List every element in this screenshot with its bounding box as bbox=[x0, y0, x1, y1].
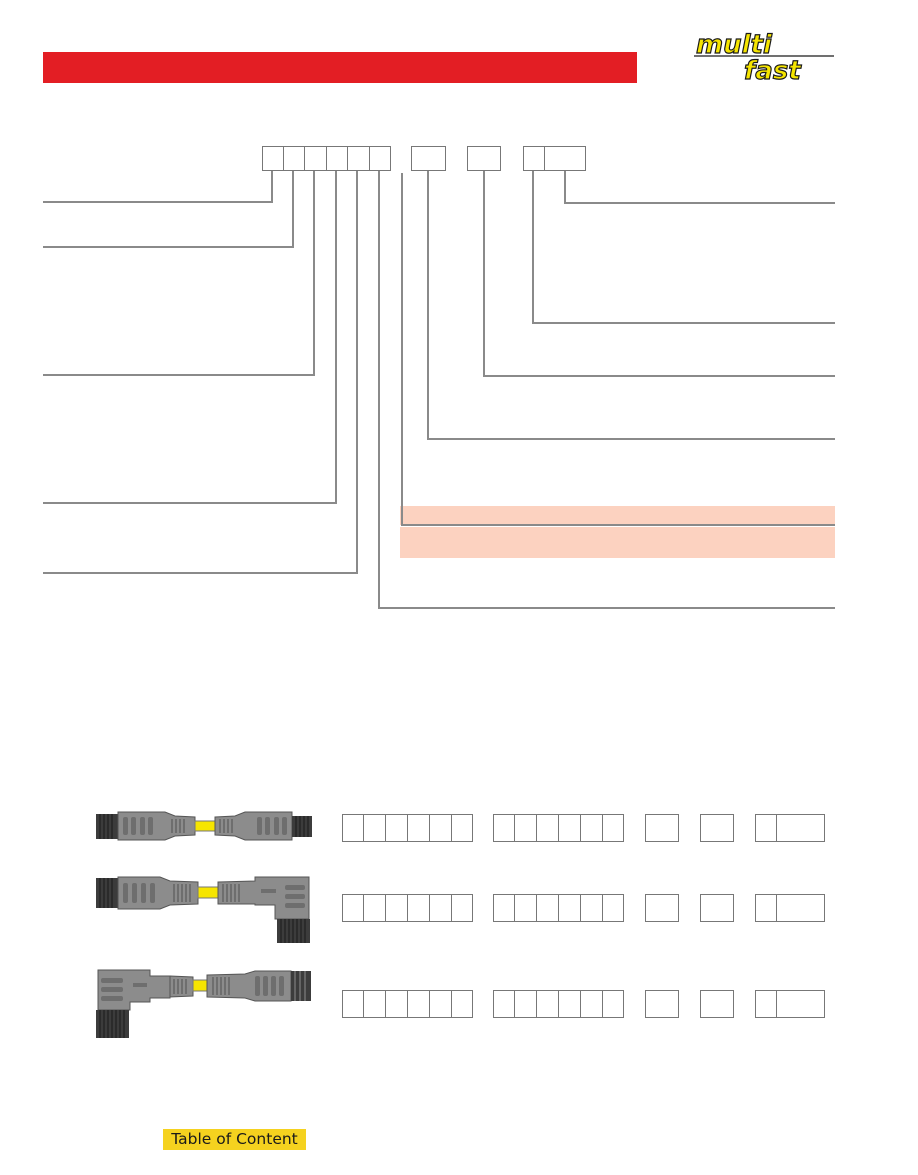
highlight-band-top bbox=[400, 506, 835, 525]
part-code-key-box-3 bbox=[467, 146, 501, 171]
highlight-band-bottom bbox=[400, 527, 835, 558]
row2-code-box-4 bbox=[700, 894, 734, 922]
part-code-key-box-2 bbox=[411, 146, 446, 171]
row2-code-group-1 bbox=[342, 894, 473, 922]
row2-code-box-5 bbox=[755, 894, 825, 922]
row3-code-box-4 bbox=[700, 990, 734, 1018]
row1-code-box-5 bbox=[755, 814, 825, 842]
right-angle-to-straight-cordset-icon bbox=[96, 969, 311, 1038]
logo-line2: fast bbox=[744, 56, 802, 82]
row2-code-group-2 bbox=[493, 894, 624, 922]
row1-code-box-3 bbox=[645, 814, 679, 842]
straight-to-straight-cordset-icon bbox=[96, 811, 312, 841]
part-code-key-box-4 bbox=[523, 146, 586, 171]
row2-code-box-3 bbox=[645, 894, 679, 922]
straight-to-right-angle-cordset-icon bbox=[96, 876, 310, 943]
row3-code-box-5 bbox=[755, 990, 825, 1018]
row1-code-box-4 bbox=[700, 814, 734, 842]
row1-code-group-1 bbox=[342, 814, 473, 842]
row3-code-group-1 bbox=[342, 990, 473, 1018]
row3-code-group-2 bbox=[493, 990, 624, 1018]
row1-code-group-2 bbox=[493, 814, 624, 842]
header-bar bbox=[43, 52, 637, 83]
multifast-logo: multi fast bbox=[694, 32, 834, 82]
row3-code-box-3 bbox=[645, 990, 679, 1018]
logo-line1: multi bbox=[696, 32, 773, 60]
table-of-content-button[interactable]: Table of Content bbox=[163, 1129, 306, 1150]
part-code-key-main bbox=[262, 146, 391, 171]
